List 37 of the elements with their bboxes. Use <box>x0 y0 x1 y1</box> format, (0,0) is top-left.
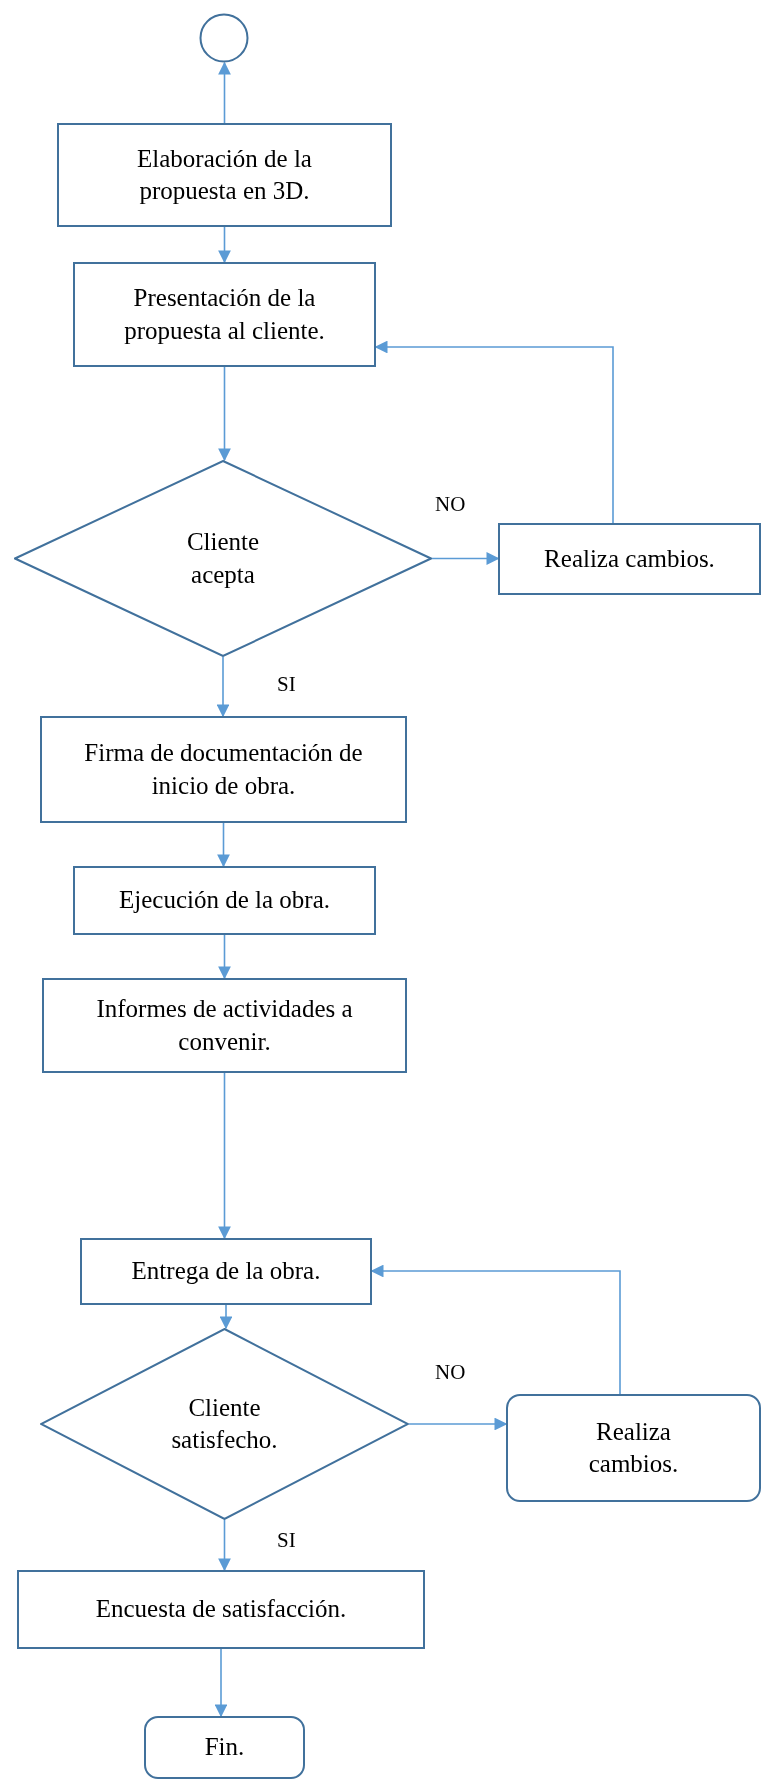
terminal-box <box>144 1716 305 1779</box>
node-text: Firma de documentación de inicio de obra. <box>83 738 364 801</box>
node-text: Cliente satisfecho. <box>170 1392 279 1455</box>
node-text: Fin. <box>203 1732 246 1763</box>
process-box <box>57 123 392 227</box>
arrow <box>218 226 231 264</box>
node-text: Ejecución de la obra. <box>118 885 331 916</box>
arrow <box>408 1417 508 1431</box>
decision-diamond <box>14 460 432 657</box>
node-text: Encuesta de satisfacción. <box>94 1594 348 1625</box>
arrow <box>219 1304 233 1330</box>
arrow <box>218 1072 231 1240</box>
arrow <box>218 1519 231 1572</box>
process-box <box>40 716 407 823</box>
process-box <box>42 978 407 1073</box>
node-text: Informes de actividades a convenir. <box>95 994 354 1057</box>
node-text: Presentación de la propuesta al cliente. <box>123 283 326 346</box>
node-text: Cliente acepta <box>185 527 261 590</box>
process-box <box>498 523 761 595</box>
start-circle <box>199 13 249 63</box>
arrow <box>431 552 500 565</box>
arrow <box>218 61 231 124</box>
process-box <box>17 1570 425 1649</box>
node-text: Realiza cambios. <box>543 543 716 574</box>
terminal-box <box>506 1394 761 1502</box>
arrow <box>217 822 230 868</box>
process-box <box>73 866 376 935</box>
process-box <box>80 1238 372 1305</box>
process-box <box>73 262 376 367</box>
decision-diamond <box>40 1328 409 1520</box>
node-text: Realiza cambios. <box>587 1416 680 1479</box>
arrow <box>218 934 231 980</box>
arrow <box>216 656 230 718</box>
arrow <box>214 1648 228 1718</box>
node-text: Entrega de la obra. <box>130 1256 322 1287</box>
node-text: Elaboración de la propuesta en 3D. <box>136 143 313 206</box>
arrow <box>218 366 231 462</box>
